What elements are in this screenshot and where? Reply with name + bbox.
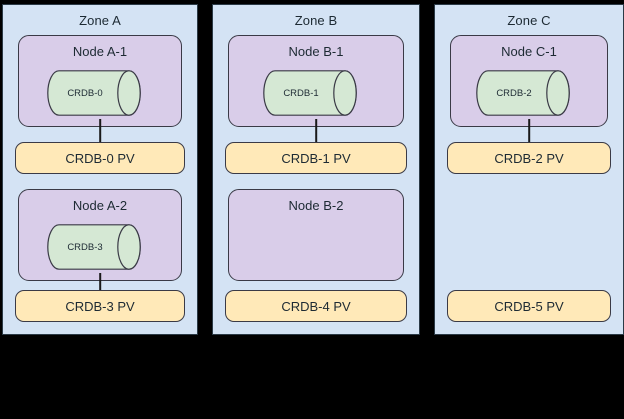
zone-a: Zone A Node A-1 CRDB-0 CRDB-0 PV Node A-… bbox=[2, 4, 198, 335]
pod-crdb-2-label: CRDB-2 bbox=[496, 87, 532, 99]
zone-c-title: Zone C bbox=[507, 13, 551, 28]
zone-c: Zone C Node C-1 CRDB-2 CRDB-2 PV CRDB-5 … bbox=[434, 4, 624, 335]
pod-crdb-1[interactable]: CRDB-1 bbox=[263, 70, 369, 116]
pod-crdb-0-label: CRDB-0 bbox=[67, 87, 103, 99]
node-a-1-label: Node A-1 bbox=[72, 44, 128, 59]
node-b-1[interactable]: Node B-1 CRDB-1 bbox=[228, 35, 404, 127]
node-c-1-label: Node C-1 bbox=[501, 44, 557, 59]
pv-crdb-3[interactable]: CRDB-3 PV bbox=[15, 290, 185, 322]
node-c-1[interactable]: Node C-1 CRDB-2 bbox=[450, 35, 608, 127]
connector-crdb-2 bbox=[528, 119, 530, 143]
pod-crdb-2[interactable]: CRDB-2 bbox=[476, 70, 582, 116]
zone-b-title: Zone B bbox=[294, 13, 338, 28]
node-b-2[interactable]: Node B-2 bbox=[228, 189, 404, 281]
pod-crdb-3-label: CRDB-3 bbox=[67, 241, 103, 253]
node-a-1[interactable]: Node A-1 CRDB-0 bbox=[18, 35, 182, 127]
node-b-1-label: Node B-1 bbox=[288, 44, 344, 59]
connector-crdb-3 bbox=[99, 273, 101, 297]
node-a-2[interactable]: Node A-2 CRDB-3 bbox=[18, 189, 182, 281]
node-a-2-label: Node A-2 bbox=[72, 198, 128, 213]
connector-crdb-0 bbox=[99, 119, 101, 143]
pv-crdb-4[interactable]: CRDB-4 PV bbox=[225, 290, 407, 322]
pod-crdb-0[interactable]: CRDB-0 bbox=[47, 70, 153, 116]
zone-b: Zone B Node B-1 CRDB-1 CRDB-1 PV Node B-… bbox=[212, 4, 420, 335]
pod-crdb-3[interactable]: CRDB-3 bbox=[47, 224, 153, 270]
connector-crdb-1 bbox=[315, 119, 317, 143]
zone-a-title: Zone A bbox=[79, 13, 121, 28]
pv-crdb-1[interactable]: CRDB-1 PV bbox=[225, 142, 407, 174]
pod-crdb-1-label: CRDB-1 bbox=[283, 87, 319, 99]
pv-crdb-0[interactable]: CRDB-0 PV bbox=[15, 142, 185, 174]
node-b-2-label: Node B-2 bbox=[288, 198, 344, 213]
pv-crdb-2[interactable]: CRDB-2 PV bbox=[447, 142, 611, 174]
pv-crdb-5[interactable]: CRDB-5 PV bbox=[447, 290, 611, 322]
